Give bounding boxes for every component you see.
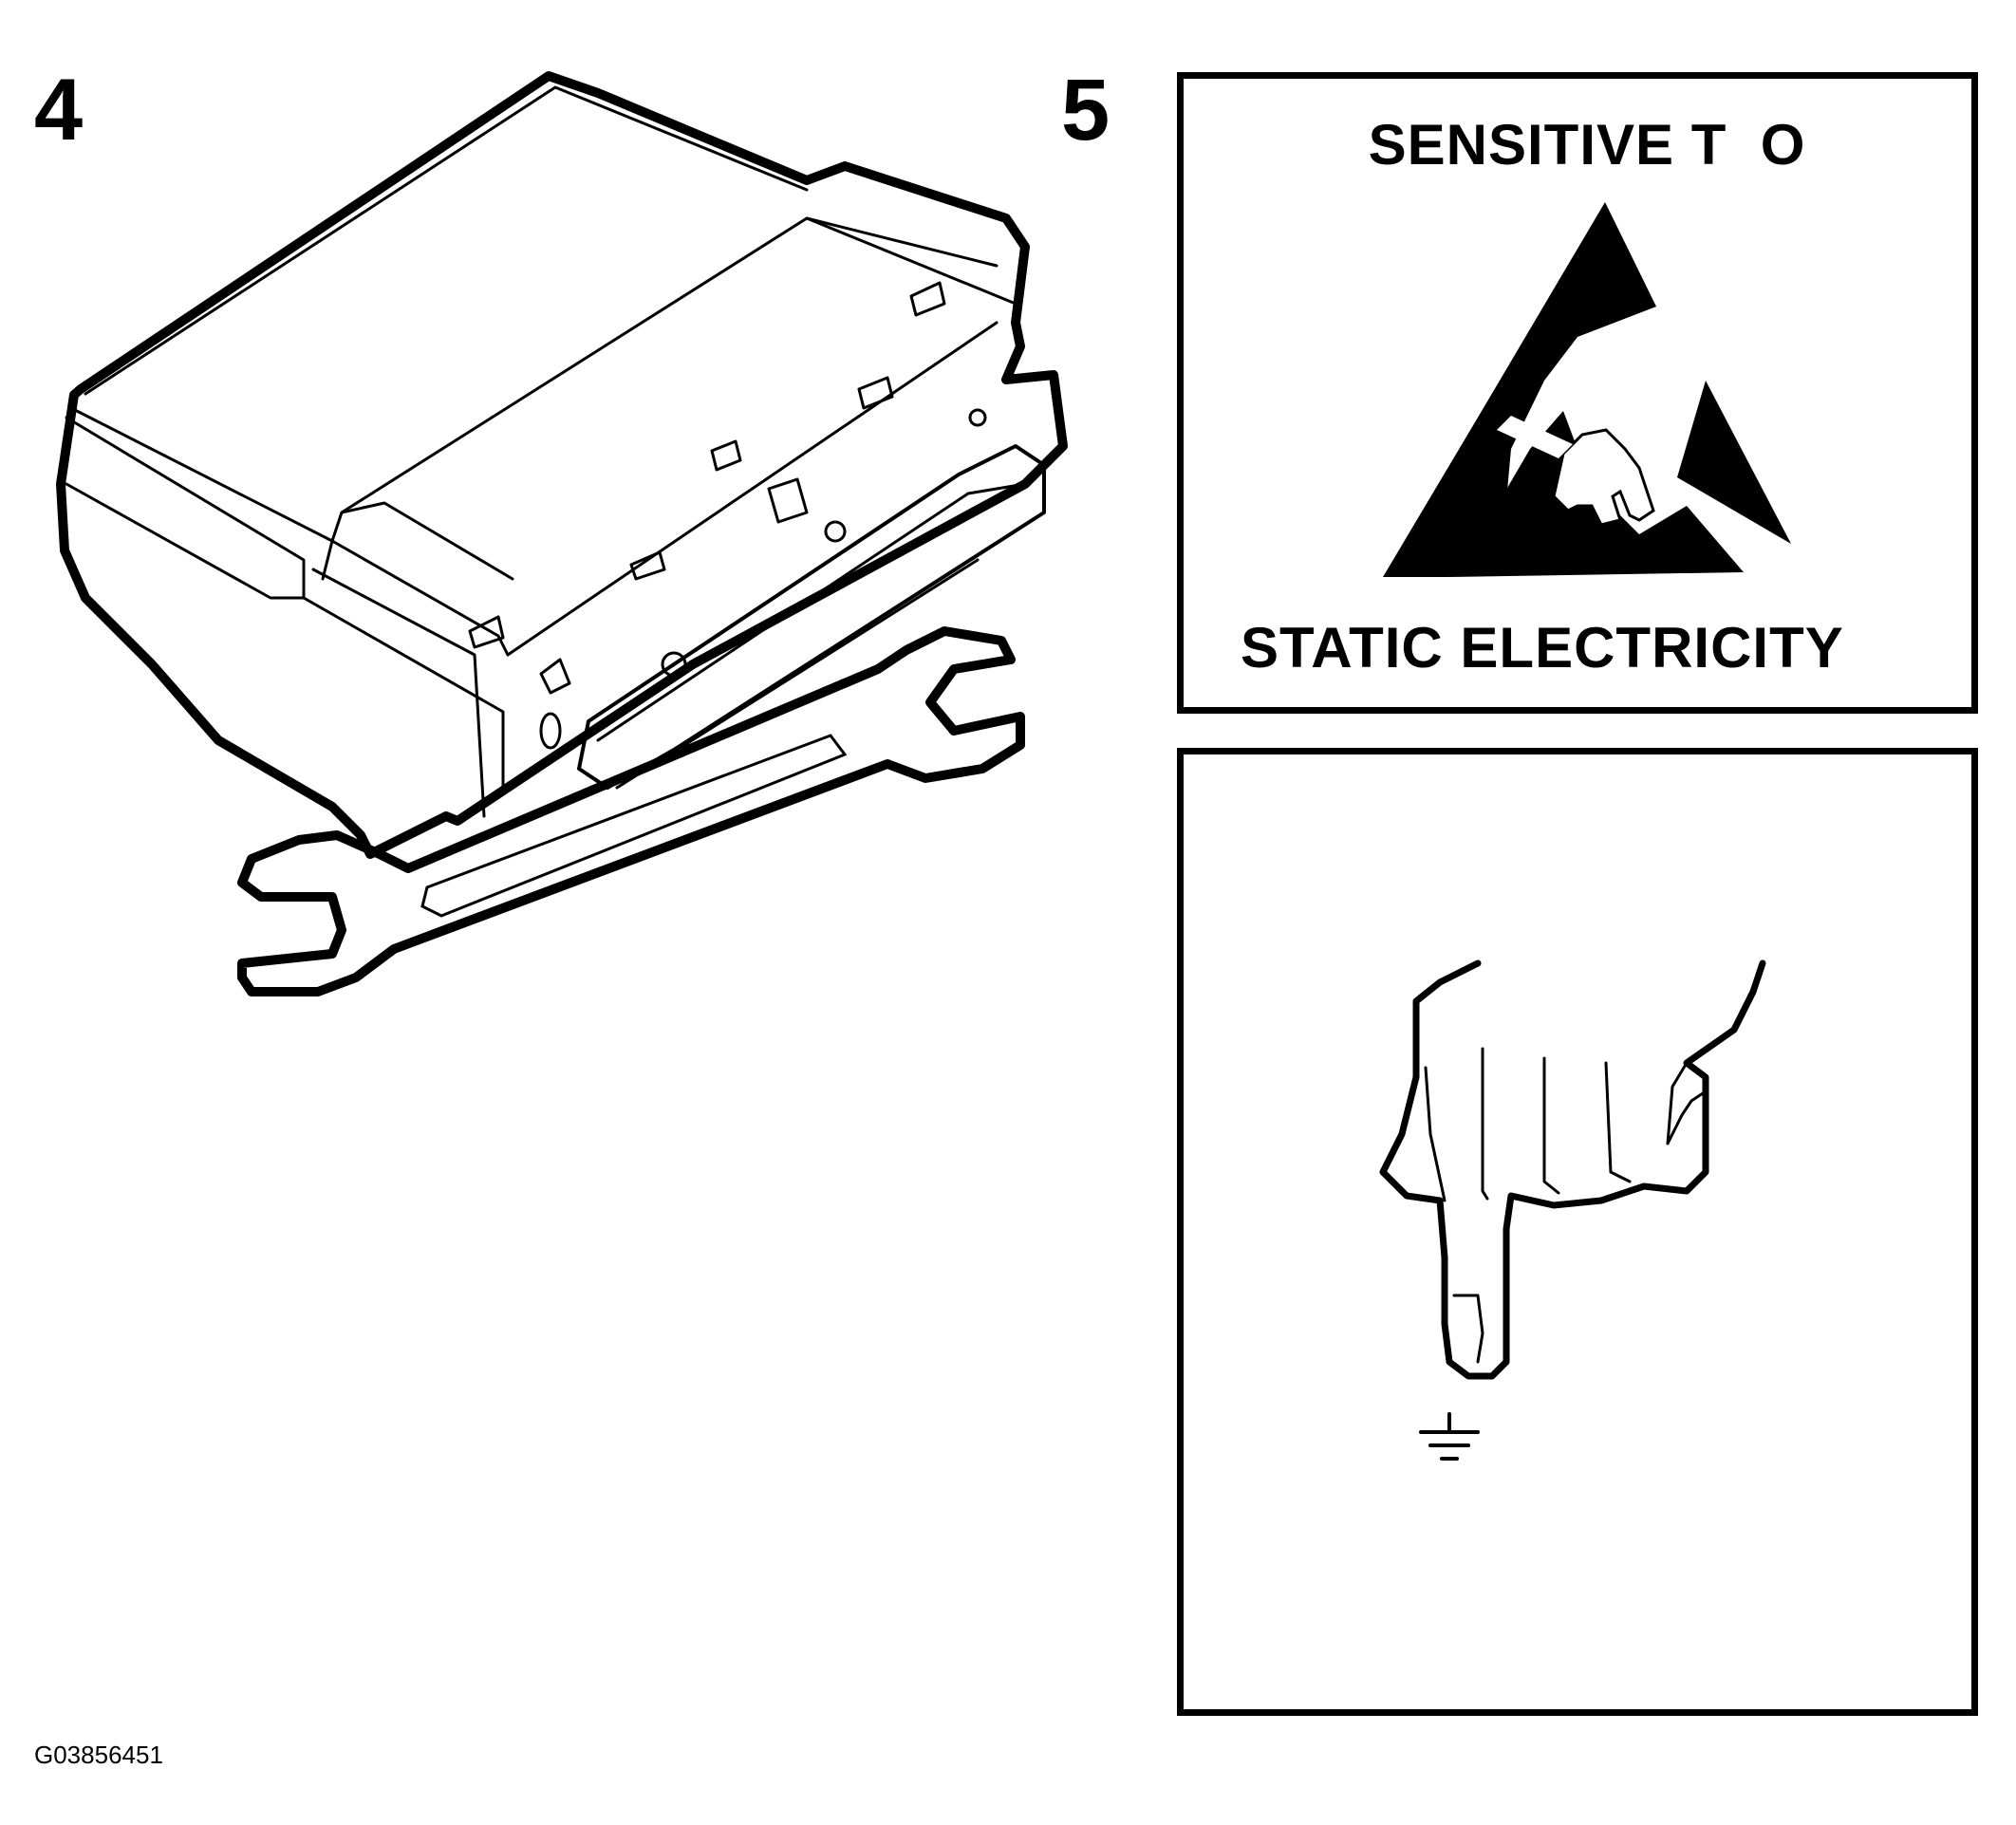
warning-line-2: STATIC ELECTRICITY [1241, 616, 1844, 680]
step-5-number: 5 [1061, 62, 1111, 158]
ground-symbol-icon [1419, 1412, 1480, 1461]
figure-id-label: G03856451 [34, 1741, 163, 1769]
pointing-hand-icon [1379, 959, 1766, 1380]
esd-warning-panel: SENSITIVE T O STATIC ELECTRICITY [1177, 72, 1978, 714]
control-module-illustration [56, 71, 1068, 859]
esd-warning-icon [1383, 202, 1791, 577]
warning-line-1: SENSITIVE T O [1368, 113, 1806, 177]
grounding-panel [1177, 748, 1978, 1716]
wrench-icon [237, 626, 1025, 996]
step-4-number: 4 [34, 62, 84, 158]
